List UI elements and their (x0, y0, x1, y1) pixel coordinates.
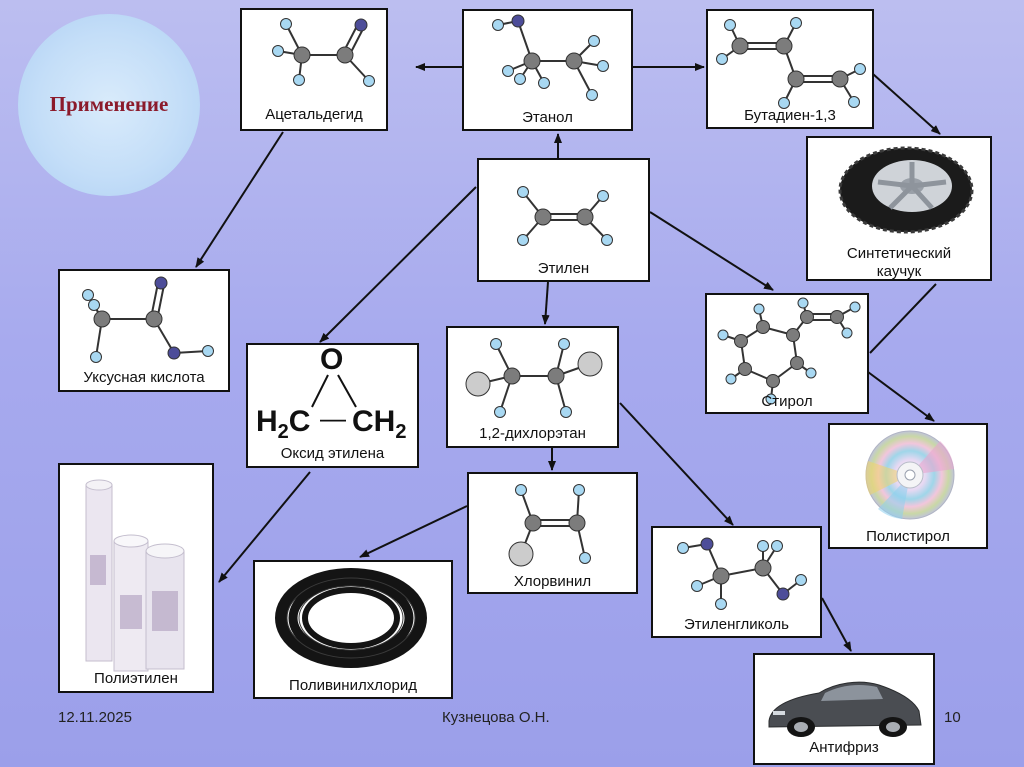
arrow-ethylene-oxide (319, 186, 477, 343)
arrow-styrene-rubber (869, 283, 937, 354)
oxide-right-ch: CH (352, 405, 396, 438)
node-rubber: Синтетический каучук (806, 136, 992, 281)
ethylene-glycol-label: Этиленгликоль (684, 616, 789, 633)
footer-date: 12.11.2025 (58, 709, 132, 726)
pvc-cable-image (275, 568, 427, 668)
node-vinyl-chloride: Хлорвинил (467, 472, 638, 594)
tire-image (838, 146, 974, 234)
acetic-acid-molecule (82, 276, 214, 363)
oxide-left-group: H2C (256, 405, 310, 444)
node-polyethylene: Полиэтилен (58, 463, 214, 693)
oxide-left-c: C (288, 405, 311, 438)
polyethylene-label: Полиэтилен (94, 670, 178, 687)
footer-author: Кузнецова О.Н. (442, 709, 550, 726)
polystyrene-label: Полистирол (866, 528, 950, 545)
page-title: Применение (49, 92, 169, 116)
vinyl-chloride-label: Хлорвинил (513, 573, 592, 590)
node-antifreeze: Антифриз (753, 653, 935, 765)
arrow-styrene-polystyrene (867, 371, 935, 422)
node-dichloroethane: 1,2-дихлорэтан (446, 326, 619, 448)
ethanol-label: Этанол (522, 109, 573, 126)
node-ethanol: Этанол (462, 9, 633, 131)
antifreeze-label: Антифриз (809, 739, 879, 756)
arrow-vinyl-pvc (359, 505, 468, 558)
ethylene-oxide-label: Оксид этилена (280, 445, 385, 462)
arrow-oxide-polyethylene (218, 471, 311, 583)
dichloroethane-molecule (465, 338, 603, 418)
acetaldehyde-molecule (272, 18, 375, 87)
oxide-dash: — (320, 403, 346, 433)
vinyl-chloride-molecule (508, 484, 591, 567)
ethylene-label: Этилен (537, 260, 590, 277)
arrow-ethylene-dichloroethane (541, 281, 550, 325)
rubber-label-line1: Синтетический (846, 245, 952, 262)
node-styrene: Стирол (705, 293, 869, 414)
ethanol-molecule (492, 14, 609, 101)
title-circle: Применение (18, 14, 200, 196)
ethylene-molecule (517, 186, 613, 246)
rubber-label-line2: каучук (876, 263, 922, 280)
acetaldehyde-label: Ацетальдегид (265, 106, 363, 123)
node-butadiene: Бутадиен-1,3 (706, 9, 874, 129)
car-image (768, 681, 922, 737)
rubber-label: Синтетический каучук (808, 245, 990, 281)
styrene-molecule (717, 297, 861, 405)
arrow-acetaldehyde-acetic (195, 131, 284, 268)
arrow-glycol-antifreeze (821, 597, 852, 652)
oxide-o: O (320, 343, 344, 376)
styrene-label: Стирол (761, 393, 813, 410)
ethylene-oxide-structure (311, 374, 357, 408)
cd-image (865, 430, 955, 520)
oxide-right-sub: 2 (395, 421, 407, 443)
node-acetic-acid: Уксусная кислота (58, 269, 230, 392)
oxide-left-h: H (256, 405, 278, 438)
node-polystyrene: Полистирол (828, 423, 988, 549)
butadiene-molecule (716, 17, 866, 109)
node-ethylene-oxide: O H2C — CH2 Оксид этилена (246, 343, 419, 468)
node-pvc: Поливинилхлорид (253, 560, 453, 699)
node-ethylene: Этилен (477, 158, 650, 282)
polyethylene-rolls-image (85, 479, 185, 672)
arrow-ethylene-styrene (649, 211, 774, 291)
ethylene-glycol-molecule (677, 537, 807, 610)
pvc-label: Поливинилхлорид (289, 677, 417, 694)
arrow-dichloro-glycol (619, 402, 734, 526)
oxide-left-sub: 2 (277, 421, 289, 443)
butadiene-label: Бутадиен-1,3 (744, 107, 836, 124)
oxide-right-group: CH2 (352, 405, 406, 444)
acetic-acid-label: Уксусная кислота (83, 369, 205, 386)
footer-page-number: 10 (944, 709, 961, 726)
arrow-butadiene-rubber (872, 73, 941, 135)
node-ethylene-glycol: Этиленгликоль (651, 526, 822, 638)
node-acetaldehyde: Ацетальдегид (240, 8, 388, 131)
dichloroethane-label: 1,2-дихлорэтан (479, 425, 586, 442)
